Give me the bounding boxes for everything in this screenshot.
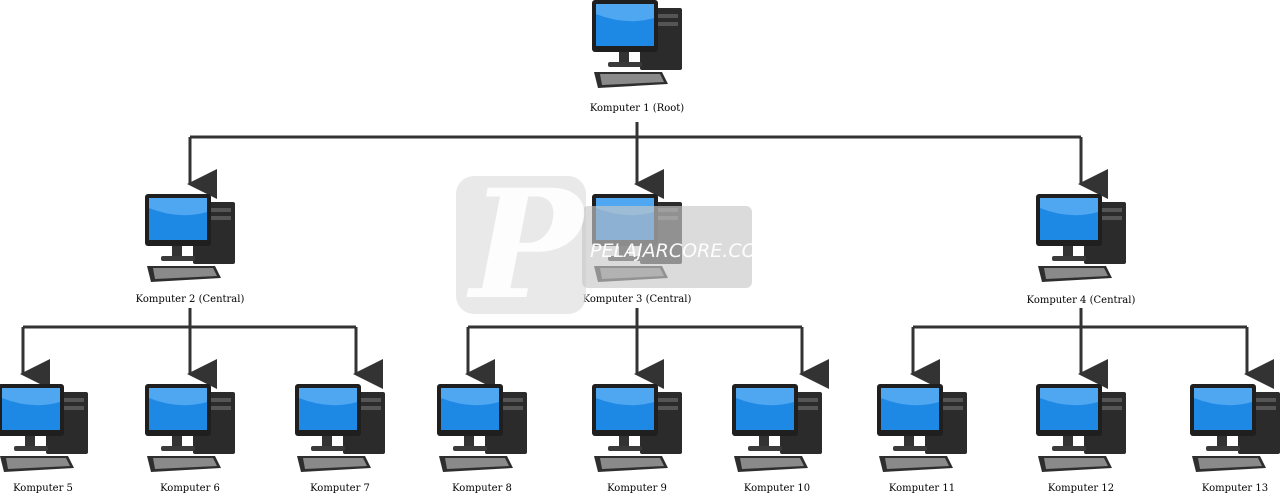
label-k13: Komputer 13	[1201, 483, 1269, 494]
desktop-computer-icon	[592, 194, 682, 282]
computer-k12	[1032, 384, 1132, 480]
label-k8: Komputer 8	[452, 483, 512, 494]
label-k11: Komputer 11	[888, 483, 956, 494]
computer-c4	[1032, 194, 1132, 290]
desktop-computer-icon	[1036, 194, 1126, 282]
desktop-computer-icon	[437, 384, 527, 472]
computer-k6	[141, 384, 241, 480]
label-c4: Komputer 4 (Central)	[1026, 295, 1136, 306]
label-c2: Komputer 2 (Central)	[135, 294, 245, 305]
label-k6: Komputer 6	[160, 483, 220, 494]
computer-k11	[873, 384, 973, 480]
computer-root	[588, 0, 688, 96]
label-c3: Komputer 3 (Central)	[582, 294, 692, 305]
desktop-computer-icon	[877, 384, 967, 472]
computer-k7	[291, 384, 391, 480]
desktop-computer-icon	[295, 384, 385, 472]
computer-k8	[433, 384, 533, 480]
computer-c2	[141, 194, 241, 290]
label-k7: Komputer 7	[310, 483, 370, 494]
desktop-computer-icon	[592, 0, 682, 88]
computer-k10	[728, 384, 828, 480]
desktop-computer-icon	[592, 384, 682, 472]
desktop-computer-icon	[1036, 384, 1126, 472]
label-k5: Komputer 5	[13, 483, 73, 494]
computer-k9	[588, 384, 688, 480]
label-k12: Komputer 12	[1047, 483, 1115, 494]
desktop-computer-icon	[145, 384, 235, 472]
desktop-computer-icon	[732, 384, 822, 472]
desktop-computer-icon	[145, 194, 235, 282]
desktop-computer-icon	[1190, 384, 1280, 472]
label-k9: Komputer 9	[607, 483, 667, 494]
label-root: Komputer 1 (Root)	[589, 103, 685, 114]
computer-k13	[1186, 384, 1280, 480]
computer-k5	[0, 384, 94, 480]
label-k10: Komputer 10	[743, 483, 811, 494]
desktop-computer-icon	[0, 384, 88, 472]
computer-c3	[588, 194, 688, 290]
